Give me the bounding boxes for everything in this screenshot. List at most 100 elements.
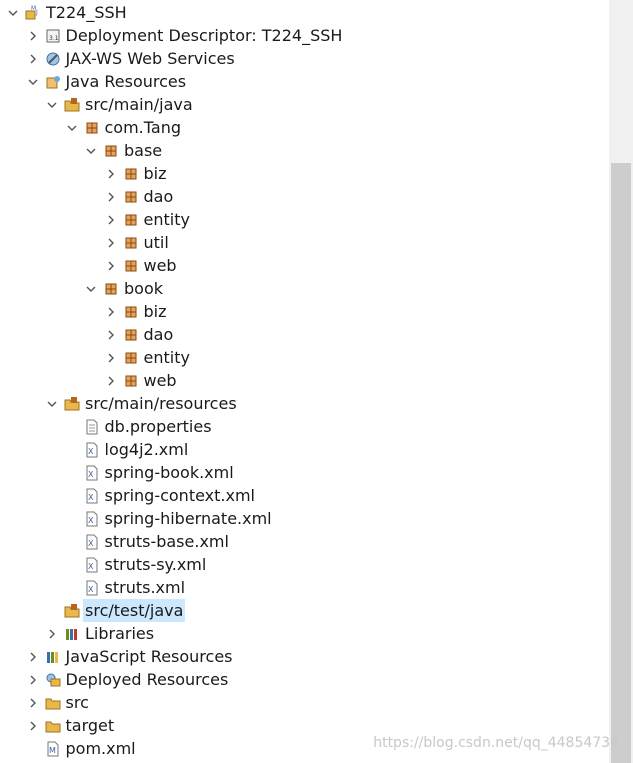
watermark: https://blog.csdn.net/qq_44854734 xyxy=(373,735,619,751)
tree-item[interactable]: Deployed Resources xyxy=(26,668,231,691)
package-icon xyxy=(122,349,140,367)
tree-item[interactable]: target xyxy=(26,714,117,737)
tree-item[interactable]: book xyxy=(84,277,165,300)
svg-text:X: X xyxy=(88,539,94,548)
chevron-right-icon[interactable] xyxy=(26,24,40,47)
tree-item[interactable]: web xyxy=(104,369,179,392)
xml-file-icon: X xyxy=(83,556,101,574)
tree-item[interactable]: base xyxy=(84,139,164,162)
tree-item-label: src/test/java xyxy=(83,599,186,622)
tree-item[interactable]: Libraries xyxy=(45,622,156,645)
tree-item-label: db.properties xyxy=(104,417,212,436)
vertical-scrollbar[interactable] xyxy=(609,0,633,763)
tree-item-label: T224_SSH xyxy=(46,3,127,22)
tree-item-label: struts-sy.xml xyxy=(104,555,207,574)
chevron-right-icon[interactable] xyxy=(104,369,118,392)
tree-item[interactable]: dao xyxy=(104,185,176,208)
tree-item-label: Deployed Resources xyxy=(65,670,229,689)
tree-item-label: log4j2.xml xyxy=(104,440,189,459)
web-services-icon xyxy=(44,50,62,68)
tree-item[interactable]: Java Resources xyxy=(26,70,189,93)
deployment-descriptor-icon: 3.1 xyxy=(44,27,62,45)
tree-item[interactable]: com.Tang xyxy=(65,116,183,139)
chevron-down-icon[interactable] xyxy=(45,93,59,116)
tree-item[interactable]: src xyxy=(26,691,91,714)
source-folder-icon xyxy=(63,395,81,413)
chevron-right-icon[interactable] xyxy=(104,323,118,346)
tree-item[interactable]: src/test/java xyxy=(45,599,186,622)
tree-item[interactable]: web xyxy=(104,254,179,277)
chevron-right-icon[interactable] xyxy=(104,346,118,369)
package-icon xyxy=(122,211,140,229)
chevron-right-icon[interactable] xyxy=(104,300,118,323)
tree-item[interactable]: biz xyxy=(104,162,169,185)
svg-text:M: M xyxy=(31,5,36,12)
libraries-icon xyxy=(63,625,81,643)
tree-item-label: biz xyxy=(143,302,167,321)
xml-file-icon: X xyxy=(83,510,101,528)
tree-item[interactable]: dao xyxy=(104,323,176,346)
chevron-right-icon[interactable] xyxy=(104,254,118,277)
package-icon xyxy=(122,188,140,206)
tree-item-label: com.Tang xyxy=(104,118,181,137)
tree-item-label: Deployment Descriptor: T224_SSH xyxy=(65,26,343,45)
chevron-down-icon[interactable] xyxy=(45,392,59,415)
chevron-placeholder xyxy=(65,576,79,599)
tree-item[interactable]: db.properties xyxy=(65,415,214,438)
package-icon xyxy=(122,372,140,390)
tree-item-label: struts-base.xml xyxy=(104,532,229,551)
chevron-right-icon[interactable] xyxy=(26,645,40,668)
tree-item[interactable]: entity xyxy=(104,346,192,369)
chevron-placeholder xyxy=(65,438,79,461)
tree-item-label: Libraries xyxy=(85,624,155,643)
svg-text:X: X xyxy=(88,562,94,571)
tree-item-label: Java Resources xyxy=(65,72,187,91)
chevron-right-icon[interactable] xyxy=(26,714,40,737)
chevron-down-icon[interactable] xyxy=(84,139,98,162)
chevron-placeholder xyxy=(65,553,79,576)
chevron-down-icon[interactable] xyxy=(84,277,98,300)
tree-item-label: biz xyxy=(143,164,167,183)
tree-item-label: util xyxy=(143,233,169,252)
tree-item[interactable]: biz xyxy=(104,300,169,323)
chevron-right-icon[interactable] xyxy=(26,668,40,691)
tree-item[interactable]: src/main/java xyxy=(45,93,195,116)
xml-file-icon: X xyxy=(83,487,101,505)
tree-item[interactable]: entity xyxy=(104,208,192,231)
pom-file-icon: M xyxy=(44,740,62,758)
scrollbar-thumb[interactable] xyxy=(611,163,631,763)
chevron-down-icon[interactable] xyxy=(65,116,79,139)
tree-item[interactable]: JavaScript Resources xyxy=(26,645,235,668)
properties-file-icon xyxy=(83,418,101,436)
source-folder-icon xyxy=(63,602,81,620)
tree-item[interactable]: util xyxy=(104,231,171,254)
chevron-placeholder xyxy=(65,461,79,484)
chevron-placeholder xyxy=(65,507,79,530)
chevron-right-icon[interactable] xyxy=(26,691,40,714)
chevron-right-icon[interactable] xyxy=(45,622,59,645)
chevron-right-icon[interactable] xyxy=(104,208,118,231)
chevron-right-icon[interactable] xyxy=(104,231,118,254)
xml-file-icon: X xyxy=(83,579,101,597)
chevron-down-icon[interactable] xyxy=(6,1,20,24)
chevron-right-icon[interactable] xyxy=(26,47,40,70)
package-icon xyxy=(122,326,140,344)
chevron-right-icon[interactable] xyxy=(104,162,118,185)
tree-item-label: dao xyxy=(143,325,174,344)
tree-item[interactable]: JAX-WS Web Services xyxy=(26,47,237,70)
chevron-down-icon[interactable] xyxy=(26,70,40,93)
tree-item-label: web xyxy=(143,371,177,390)
tree-item[interactable]: src/main/resources xyxy=(45,392,239,415)
package-icon xyxy=(102,142,120,160)
chevron-right-icon[interactable] xyxy=(104,185,118,208)
